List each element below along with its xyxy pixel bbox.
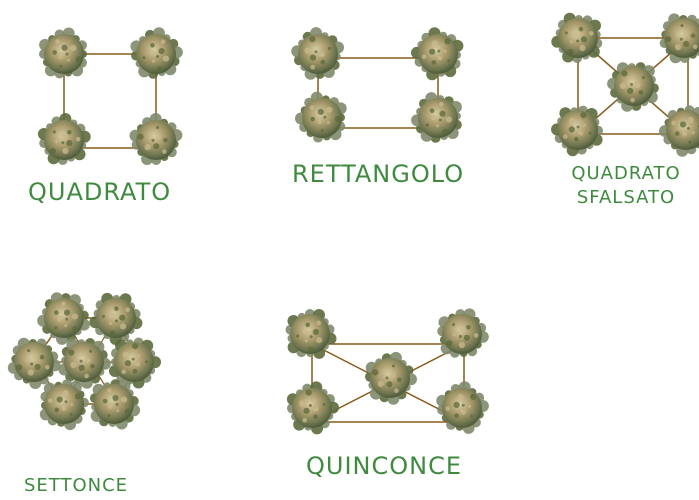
tree-icon: [130, 27, 183, 79]
quadrato-sfalsato-label-line1: QUADRATO: [571, 163, 681, 184]
tree-icon: [411, 92, 462, 143]
rettangolo-label: RETTANGOLO: [292, 160, 465, 188]
tree-icon: [659, 13, 699, 64]
tree-icon: [659, 105, 699, 157]
tree-icon: [295, 91, 347, 143]
tree-icon: [551, 12, 603, 63]
tree-icon: [436, 381, 489, 434]
tree-icon: [285, 309, 337, 359]
quadrato-pattern: [37, 27, 183, 165]
quinconce-pattern: [285, 308, 489, 435]
quadrato-sfalsato-label-line2: SFALSATO: [576, 187, 676, 208]
tree-icon: [411, 27, 464, 81]
tree-icon: [291, 27, 344, 80]
quadrato-label: QUADRATO: [28, 178, 172, 206]
tree-icon: [37, 292, 90, 345]
settonce-pattern: [7, 292, 161, 431]
tree-icon: [109, 337, 161, 389]
tree-icon: [37, 113, 91, 165]
quadrato-sfalsato-pattern: [551, 12, 699, 157]
quadrato-grid-line: [63, 53, 157, 149]
tree-icon: [129, 113, 183, 165]
tree-icon: [286, 381, 339, 435]
tree-icon: [365, 351, 417, 405]
tree-icon: [39, 379, 89, 431]
tree-icon: [58, 338, 111, 389]
quadrato-sfalsato-grid-line: [577, 37, 689, 135]
quadrato-sfalsato-label: QUADRATO SFALSATO: [558, 162, 694, 210]
tree-icon: [89, 292, 143, 345]
tree-icon: [89, 379, 141, 430]
quinconce-label: QUINCONCE: [306, 452, 463, 480]
tree-icon: [7, 337, 61, 389]
rettangolo-pattern: [291, 27, 464, 143]
tree-icon: [607, 62, 659, 112]
tree-icon: [551, 105, 603, 157]
tree-icon: [437, 308, 489, 358]
tree-icon: [39, 27, 87, 79]
settonce-label: SETTONCE: [24, 475, 129, 496]
